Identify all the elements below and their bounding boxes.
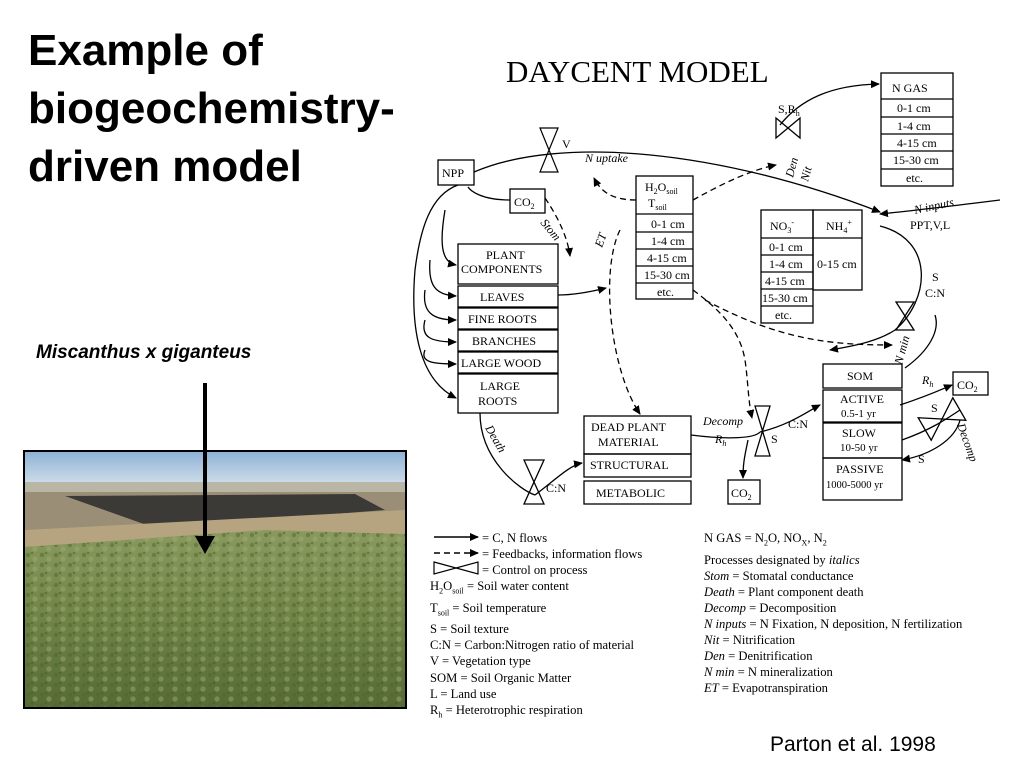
dead-plant-label: MATERIAL bbox=[598, 435, 659, 449]
plant-components-label: PLANT bbox=[486, 248, 525, 262]
cn-label: C:N bbox=[925, 286, 945, 300]
stom-label: Stom bbox=[538, 216, 564, 244]
legend-item: SOM = Soil Organic Matter bbox=[430, 670, 572, 685]
legend-item: Stom = Stomatal conductance bbox=[704, 568, 854, 583]
structural-label: STRUCTURAL bbox=[590, 458, 669, 472]
h2o-layer: 15-30 cm bbox=[644, 268, 690, 282]
legend-item: Tsoil = Soil temperature bbox=[430, 600, 547, 618]
legend-item: Den = Denitrification bbox=[704, 649, 813, 664]
h2o-layer: 4-15 cm bbox=[647, 251, 687, 265]
active-time: 0.5-1 yr bbox=[841, 408, 876, 420]
diagram-title: DAYCENT MODEL bbox=[506, 54, 769, 89]
legend-item: S = Soil texture bbox=[430, 622, 509, 637]
n-gas-layer: 1-4 cm bbox=[897, 119, 931, 133]
den-label: Den bbox=[782, 156, 801, 180]
legend-item: = Feedbacks, information flows bbox=[482, 547, 643, 562]
legend-left: H2Osoil = Soil water content Tsoil = Soi… bbox=[430, 578, 634, 723]
s-rh-label: S,Rh bbox=[778, 102, 800, 118]
nh4-label: NH4+ bbox=[826, 218, 852, 235]
legend-item: Nit = Nitrification bbox=[704, 633, 796, 648]
slow-time: 10-50 yr bbox=[840, 442, 878, 454]
legend-flows: = C, N flows = Feedbacks, information fl… bbox=[482, 530, 642, 578]
legend-item: ET = Evapotranspiration bbox=[704, 681, 828, 696]
legend-item: Rh = Heterotrophic respiration bbox=[430, 702, 583, 720]
legend-item: Death = Plant component death bbox=[704, 584, 864, 599]
som-label: SOM bbox=[847, 369, 873, 383]
t-soil-label: Tsoil bbox=[648, 196, 668, 212]
plant-components-label: COMPONENTS bbox=[461, 262, 542, 276]
n-gas-layer: etc. bbox=[906, 171, 923, 185]
v-label: V bbox=[562, 137, 571, 151]
legend-item: Decomp = Decomposition bbox=[704, 600, 837, 615]
citation: Parton et al. 1998 bbox=[770, 733, 936, 756]
h2o-layer: 0-1 cm bbox=[651, 217, 685, 231]
legend-item: H2Osoil = Soil water content bbox=[430, 579, 569, 596]
no3-layer: etc. bbox=[775, 308, 792, 322]
large-roots-label: LARGE bbox=[480, 379, 520, 393]
ppt-label: PPT,V,L bbox=[910, 218, 950, 232]
slide-title: Example of biogeochemistry- driven model bbox=[28, 26, 395, 191]
rh-label: Rh bbox=[714, 432, 726, 448]
legend-item: N GAS = N2O, NOX, N2 bbox=[704, 531, 827, 548]
s-label: S bbox=[932, 270, 939, 284]
s-label: S bbox=[931, 401, 938, 415]
no3-layer: 15-30 cm bbox=[762, 291, 808, 305]
active-label: ACTIVE bbox=[840, 392, 884, 406]
leaves-label: LEAVES bbox=[480, 290, 524, 304]
slow-label: SLOW bbox=[842, 426, 877, 440]
co2-label: CO2 bbox=[957, 378, 978, 394]
n-uptake-label: N uptake bbox=[584, 151, 629, 165]
legend-item: = Control on process bbox=[482, 563, 588, 578]
rh-label: Rh bbox=[921, 373, 933, 389]
h2o-layer: etc. bbox=[657, 285, 674, 299]
branches-label: BRANCHES bbox=[472, 334, 536, 348]
legend-item: = C, N flows bbox=[482, 531, 548, 545]
s-label: S bbox=[771, 432, 778, 446]
legend-item: Processes designated by italics bbox=[704, 552, 860, 567]
n-gas-layer: 4-15 cm bbox=[897, 136, 937, 150]
decomp-label: Decomp bbox=[954, 420, 981, 463]
n-min-label: N min bbox=[891, 334, 912, 367]
h2o-layer: 1-4 cm bbox=[651, 234, 685, 248]
passive-label: PASSIVE bbox=[836, 462, 884, 476]
legend-symbols bbox=[433, 533, 479, 575]
fine-roots-label: FINE ROOTS bbox=[468, 312, 537, 326]
et-label: ET bbox=[591, 230, 610, 250]
passive-time: 1000-5000 yr bbox=[826, 480, 883, 491]
n-gas-header: N GAS bbox=[892, 81, 928, 95]
no3-layer: 0-1 cm bbox=[769, 240, 803, 254]
no3-layer: 1-4 cm bbox=[769, 257, 803, 271]
daycent-diagram: DAYCENT MODEL bbox=[413, 54, 1001, 505]
legend-item: C:N = Carbon:Nitrogen ratio of material bbox=[430, 638, 635, 653]
species-label: Miscanthus x giganteus bbox=[36, 342, 252, 363]
large-wood-label: LARGE WOOD bbox=[461, 356, 541, 370]
decomp-label: Decomp bbox=[702, 414, 743, 428]
n-gas-layer: 15-30 cm bbox=[893, 153, 939, 167]
no3-label: NO3- bbox=[770, 218, 794, 235]
legend-item: L = Land use bbox=[430, 686, 497, 701]
legend-right: N GAS = N2O, NOX, N2 Processes designate… bbox=[704, 530, 962, 696]
nh4-layer: 0-15 cm bbox=[817, 257, 857, 271]
n-inputs-label: N inputs bbox=[912, 195, 956, 217]
large-roots-label: ROOTS bbox=[478, 394, 517, 408]
legend-item: V = Vegetation type bbox=[430, 654, 531, 669]
miscanthus-field-photo bbox=[23, 450, 407, 709]
nit-label: Nit bbox=[797, 164, 815, 183]
cn-label: C:N bbox=[788, 417, 808, 431]
cn-label: C:N bbox=[546, 481, 566, 495]
co2-label: CO2 bbox=[731, 486, 752, 502]
metabolic-label: METABOLIC bbox=[596, 486, 665, 500]
legend-item: N min = N mineralization bbox=[704, 665, 833, 680]
legend-item: N inputs = N Fixation, N deposition, N f… bbox=[704, 616, 963, 631]
dead-plant-label: DEAD PLANT bbox=[591, 420, 667, 434]
death-label: Death bbox=[482, 422, 509, 455]
npp-label: NPP bbox=[442, 166, 464, 180]
h2o-soil-label: H2Osoil bbox=[645, 180, 679, 196]
no3-layer: 4-15 cm bbox=[765, 274, 805, 288]
n-gas-layer: 0-1 cm bbox=[897, 101, 931, 115]
co2-label: CO2 bbox=[514, 195, 535, 211]
s-label: S bbox=[918, 452, 925, 466]
